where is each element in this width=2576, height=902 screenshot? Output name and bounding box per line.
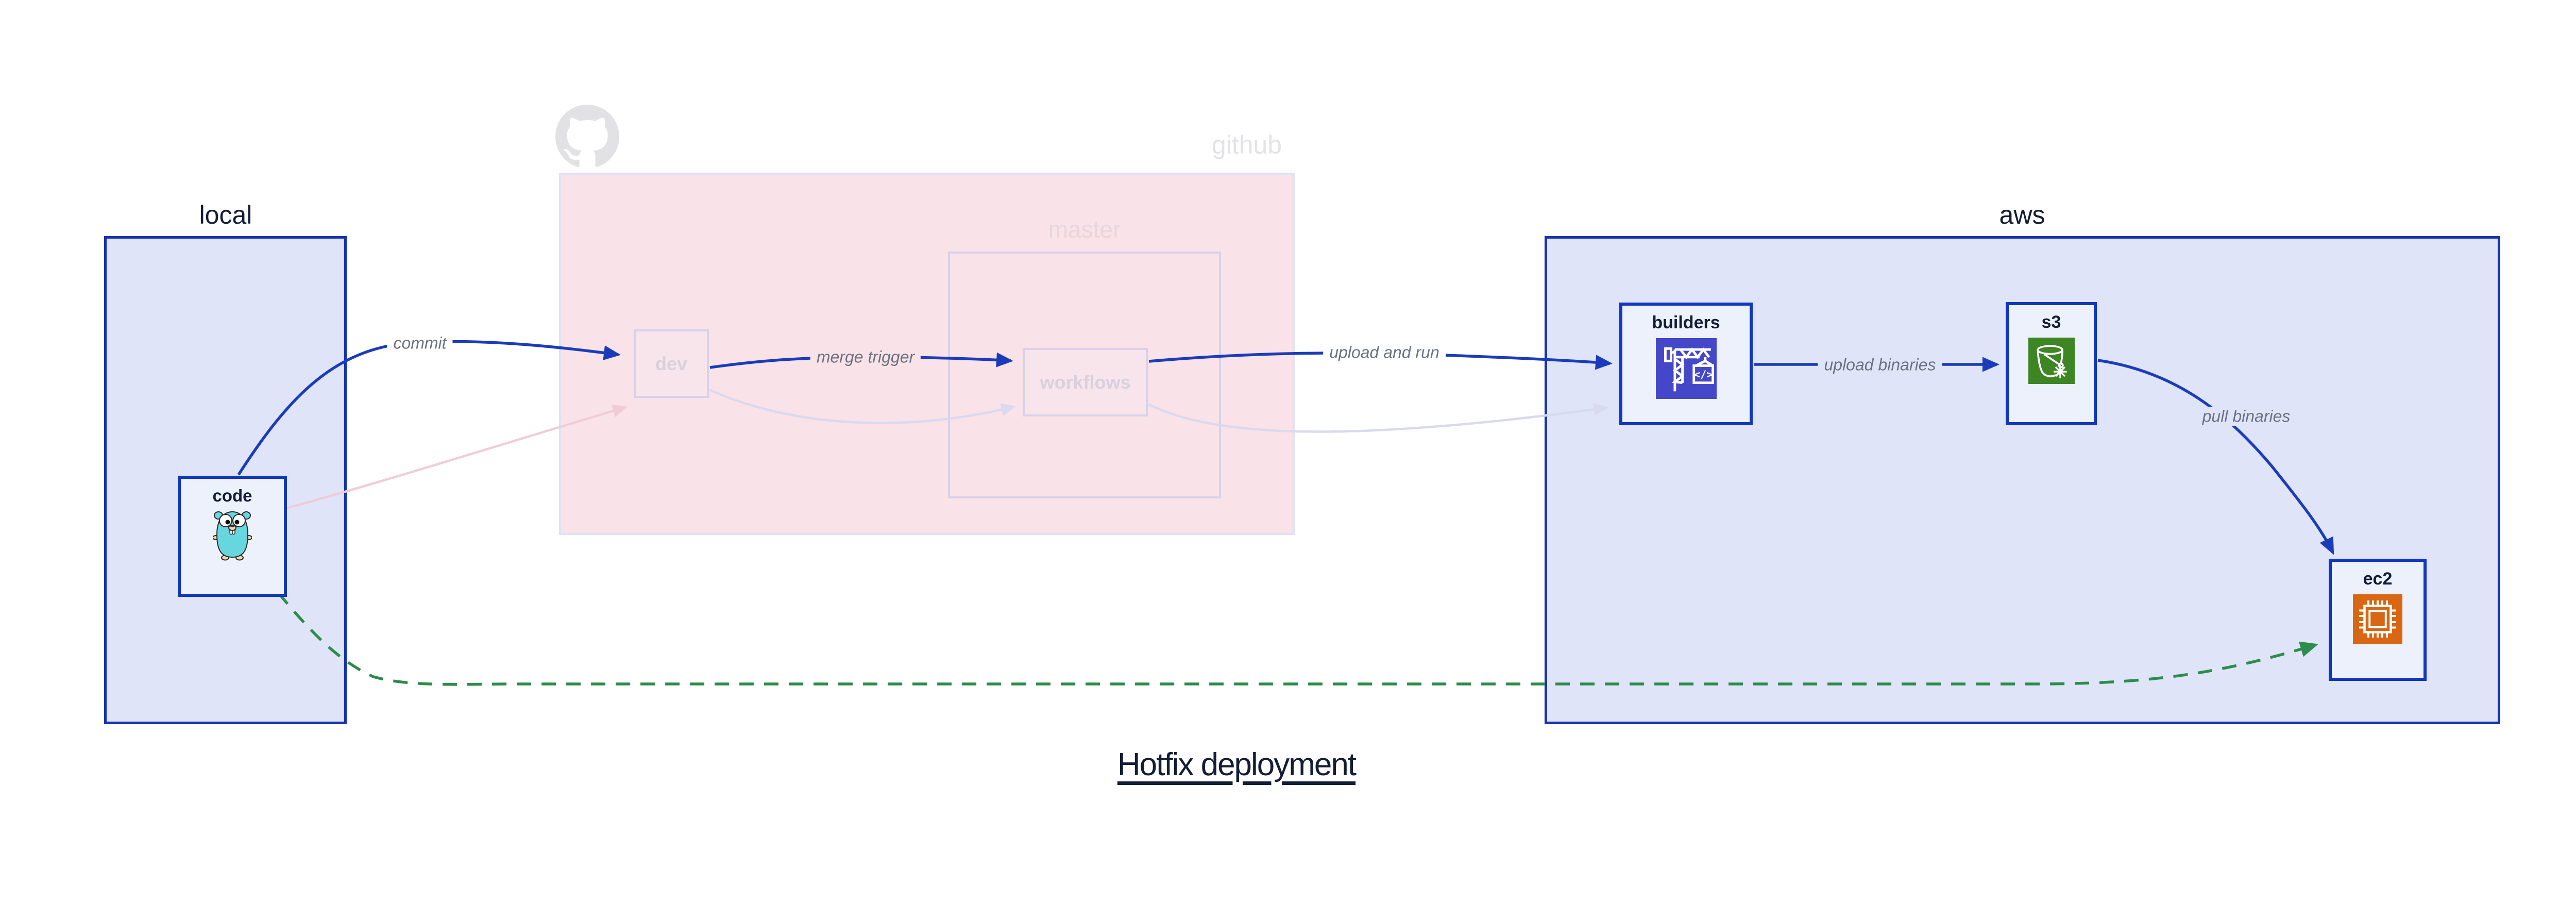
edge-label-upload-and-run: upload and run [1323,343,1446,362]
edge-commit [237,340,621,476]
edge-faded-code-dev [286,404,628,510]
node-code: code [178,476,287,597]
edge-pull-binaries [2097,359,2334,555]
node-code-label: code [212,486,252,505]
node-s3-label: s3 [2041,312,2061,332]
edge-hotfix-dashed [277,592,2319,686]
aws-codebuild-icon: </> [1655,338,1717,399]
node-ec2-label: ec2 [2363,569,2393,589]
container-label-local: local [199,201,252,229]
edge-faded-dev-workflows [709,388,1016,424]
node-workflows: workflows [1023,348,1148,416]
github-octocat-icon [555,105,619,167]
edge-label-commit: commit [387,333,453,353]
node-ec2: ec2 [2329,559,2427,681]
node-workflows-label: workflows [1040,371,1131,393]
node-dev-label: dev [655,353,688,374]
node-builders-label: builders [1652,313,1720,332]
diagram-title: Hotfix deployment [1117,747,1357,782]
aws-s3-glacier-bucket-icon [2028,338,2075,384]
node-builders: builders </> [1619,303,1753,425]
container-label-master: master [1048,216,1121,243]
svg-text:</>: </> [1693,368,1713,380]
go-gopher-icon [213,511,252,561]
node-dev: dev [634,329,709,398]
edge-label-merge-trigger: merge trigger [810,347,921,367]
edge-label-upload-binaries: upload binaries [1818,355,1942,375]
aws-ec2-chip-icon [2353,594,2402,644]
container-label-aws: aws [1999,201,2045,229]
edge-label-pull-binaries: pull binaries [2196,407,2297,426]
edge-faded-workflows-builders [1147,403,1609,433]
container-label-github: github [1211,130,1282,159]
node-s3: s3 [2006,302,2097,425]
